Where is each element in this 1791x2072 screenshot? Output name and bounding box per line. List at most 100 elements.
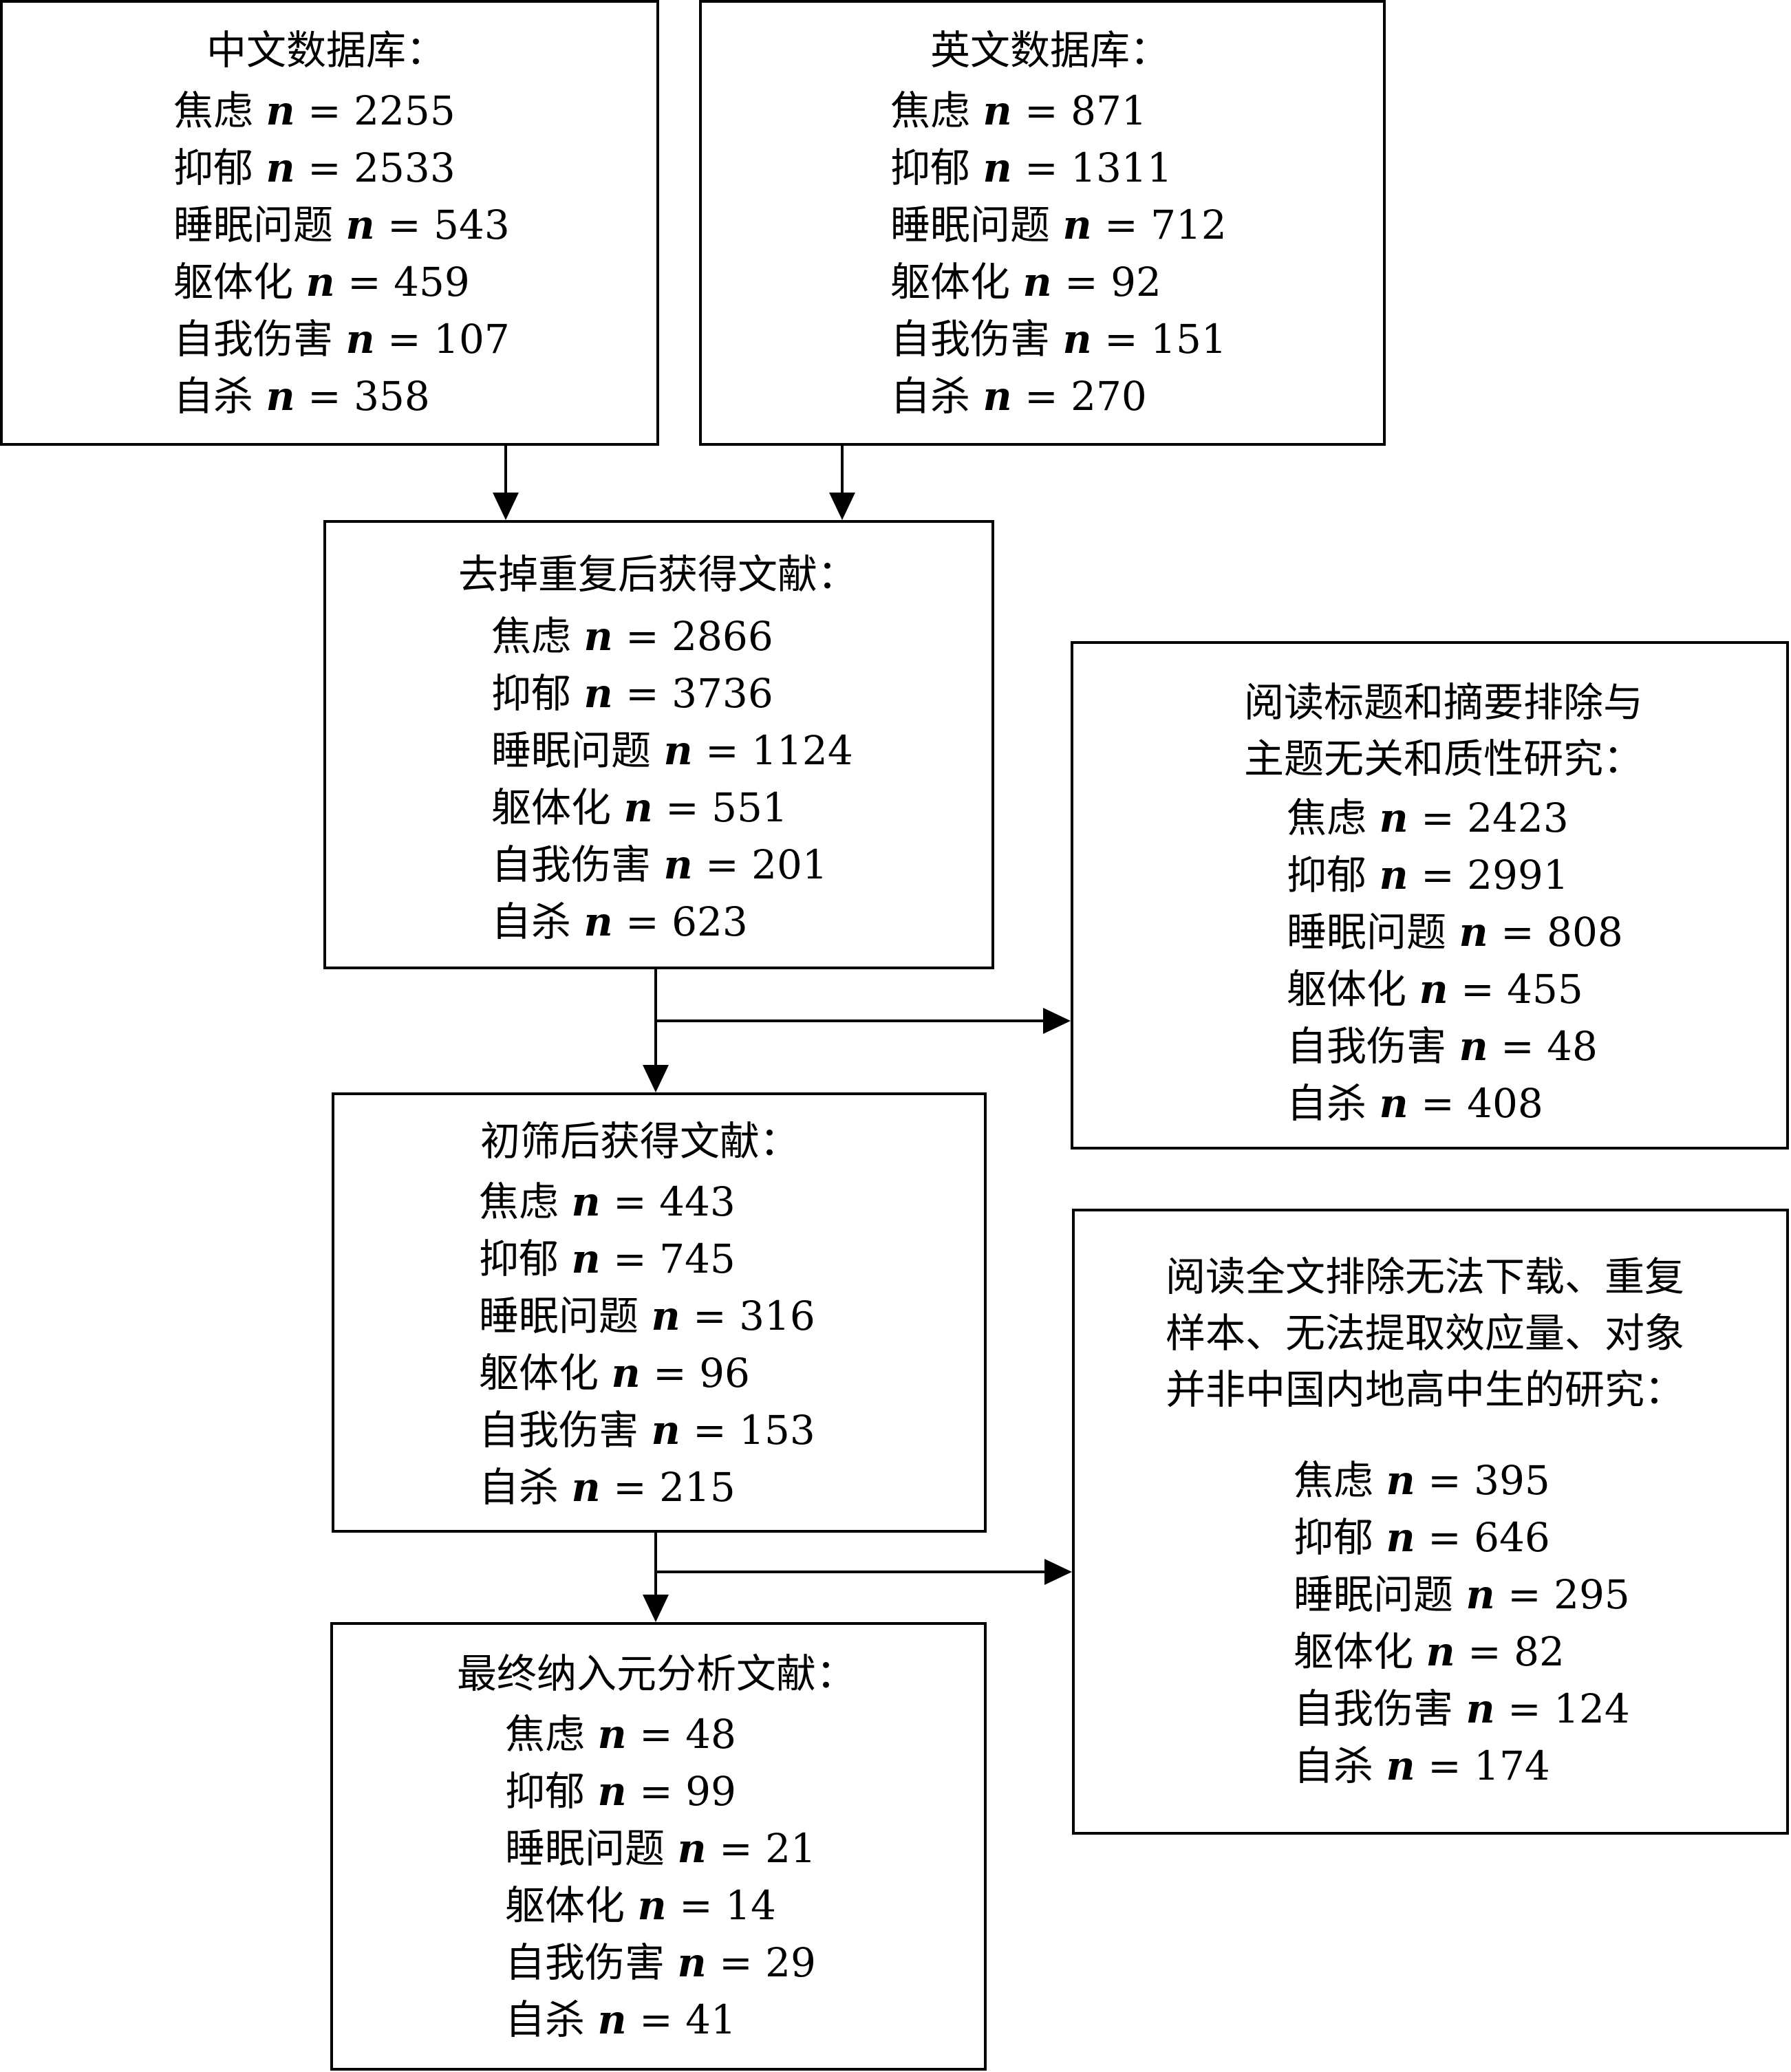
count-value: 2866 xyxy=(672,613,773,660)
count-row: 自我伤害 n = 201 xyxy=(491,837,853,894)
count-row: 睡眠问题 n = 543 xyxy=(173,197,510,254)
count-value: 1124 xyxy=(751,727,853,774)
equals-symbol: = xyxy=(625,670,659,717)
n-symbol: n xyxy=(1379,795,1408,841)
arrowhead-en-to-dedup xyxy=(829,493,855,520)
category-label: 自我伤害 xyxy=(491,841,652,888)
count-value: 2991 xyxy=(1467,852,1569,898)
equals-symbol: = xyxy=(1501,1023,1534,1070)
count-value: 151 xyxy=(1150,316,1227,363)
count-value: 41 xyxy=(685,1996,736,2043)
count-value: 82 xyxy=(1514,1628,1565,1675)
n-symbol: n xyxy=(1062,202,1092,248)
count-row: 自杀 n = 215 xyxy=(479,1459,815,1516)
count-row: 自我伤害 n = 124 xyxy=(1294,1681,1630,1738)
count-value: 14 xyxy=(725,1882,776,1929)
category-label: 自杀 xyxy=(1287,1080,1367,1127)
box-exclusion-full-text: 阅读全文排除无法下载、重复 样本、无法提取效应量、对象 并非中国内地高中生的研究… xyxy=(1072,1209,1789,1835)
category-label: 抑郁 xyxy=(173,144,254,191)
count-row: 睡眠问题 n = 1124 xyxy=(491,722,853,779)
count-value: 96 xyxy=(699,1350,750,1396)
count-value: 153 xyxy=(739,1407,815,1454)
box-title-line-2: 样本、无法提取效应量、对象 xyxy=(1166,1310,1685,1357)
equals-symbol: = xyxy=(1428,1742,1461,1789)
count-row: 焦虑 n = 2866 xyxy=(491,608,853,665)
equals-symbol: = xyxy=(1461,966,1494,1013)
n-symbol: n xyxy=(266,373,295,420)
category-label: 自杀 xyxy=(491,898,572,945)
count-value: 270 xyxy=(1071,373,1147,420)
count-value: 316 xyxy=(739,1293,815,1339)
category-label: 抑郁 xyxy=(1287,852,1367,898)
category-label: 睡眠问题 xyxy=(491,727,652,774)
arrowhead-branch-exclude1 xyxy=(1043,1008,1071,1034)
equals-symbol: = xyxy=(1501,909,1534,956)
equals-symbol: = xyxy=(625,898,659,945)
category-label: 自杀 xyxy=(173,373,254,420)
count-value: 455 xyxy=(1507,966,1583,1013)
category-label: 自杀 xyxy=(505,1996,586,2043)
count-row: 自我伤害 n = 153 xyxy=(479,1402,815,1459)
count-value: 48 xyxy=(1547,1023,1598,1070)
equals-symbol: = xyxy=(1468,1628,1501,1675)
count-row: 睡眠问题 n = 21 xyxy=(505,1820,816,1877)
count-value: 808 xyxy=(1547,909,1623,956)
equals-symbol: = xyxy=(1428,1514,1461,1561)
n-symbol: n xyxy=(637,1882,667,1929)
n-symbol: n xyxy=(597,1768,627,1815)
count-value: 2255 xyxy=(354,87,455,134)
equals-symbol: = xyxy=(1104,202,1138,248)
count-row: 焦虑 n = 2423 xyxy=(1287,790,1623,847)
equals-symbol: = xyxy=(625,613,659,660)
count-value: 623 xyxy=(672,898,748,945)
n-symbol: n xyxy=(571,1235,601,1282)
count-value: 99 xyxy=(685,1768,736,1815)
n-symbol: n xyxy=(345,316,375,363)
n-symbol: n xyxy=(983,144,1012,191)
equals-symbol: = xyxy=(1025,373,1058,420)
count-value: 124 xyxy=(1554,1685,1630,1732)
count-value: 215 xyxy=(659,1464,736,1511)
category-label: 抑郁 xyxy=(505,1768,586,1815)
count-row: 睡眠问题 n = 316 xyxy=(479,1288,815,1345)
n-symbol: n xyxy=(1466,1685,1495,1732)
equals-symbol: = xyxy=(613,1178,647,1225)
count-row: 自我伤害 n = 29 xyxy=(505,1934,816,1992)
category-label: 焦虑 xyxy=(505,1711,586,1758)
n-symbol: n xyxy=(571,1464,601,1511)
category-label: 自我伤害 xyxy=(1294,1685,1454,1732)
equals-symbol: = xyxy=(1104,316,1138,363)
n-symbol: n xyxy=(623,784,653,831)
n-symbol: n xyxy=(583,670,613,717)
category-label: 自我伤害 xyxy=(505,1939,665,1986)
category-label: 睡眠问题 xyxy=(890,202,1051,248)
category-label: 自我伤害 xyxy=(479,1407,639,1454)
count-row: 自我伤害 n = 48 xyxy=(1287,1018,1623,1075)
arrowhead-cn-to-dedup xyxy=(493,493,519,520)
count-value: 395 xyxy=(1474,1457,1550,1504)
category-label: 睡眠问题 xyxy=(479,1293,639,1339)
category-label: 抑郁 xyxy=(1294,1514,1374,1561)
category-label: 自我伤害 xyxy=(173,316,334,363)
n-symbol: n xyxy=(1419,966,1448,1013)
n-symbol: n xyxy=(305,259,335,305)
count-value: 2533 xyxy=(354,144,455,191)
n-symbol: n xyxy=(1062,316,1092,363)
category-label: 抑郁 xyxy=(491,670,572,717)
n-symbol: n xyxy=(571,1178,601,1225)
count-row: 焦虑 n = 48 xyxy=(505,1706,816,1763)
n-symbol: n xyxy=(651,1407,680,1454)
equals-symbol: = xyxy=(705,841,739,888)
equals-symbol: = xyxy=(719,1939,753,1986)
n-symbol: n xyxy=(983,373,1012,420)
category-label: 自我伤害 xyxy=(1287,1023,1447,1070)
